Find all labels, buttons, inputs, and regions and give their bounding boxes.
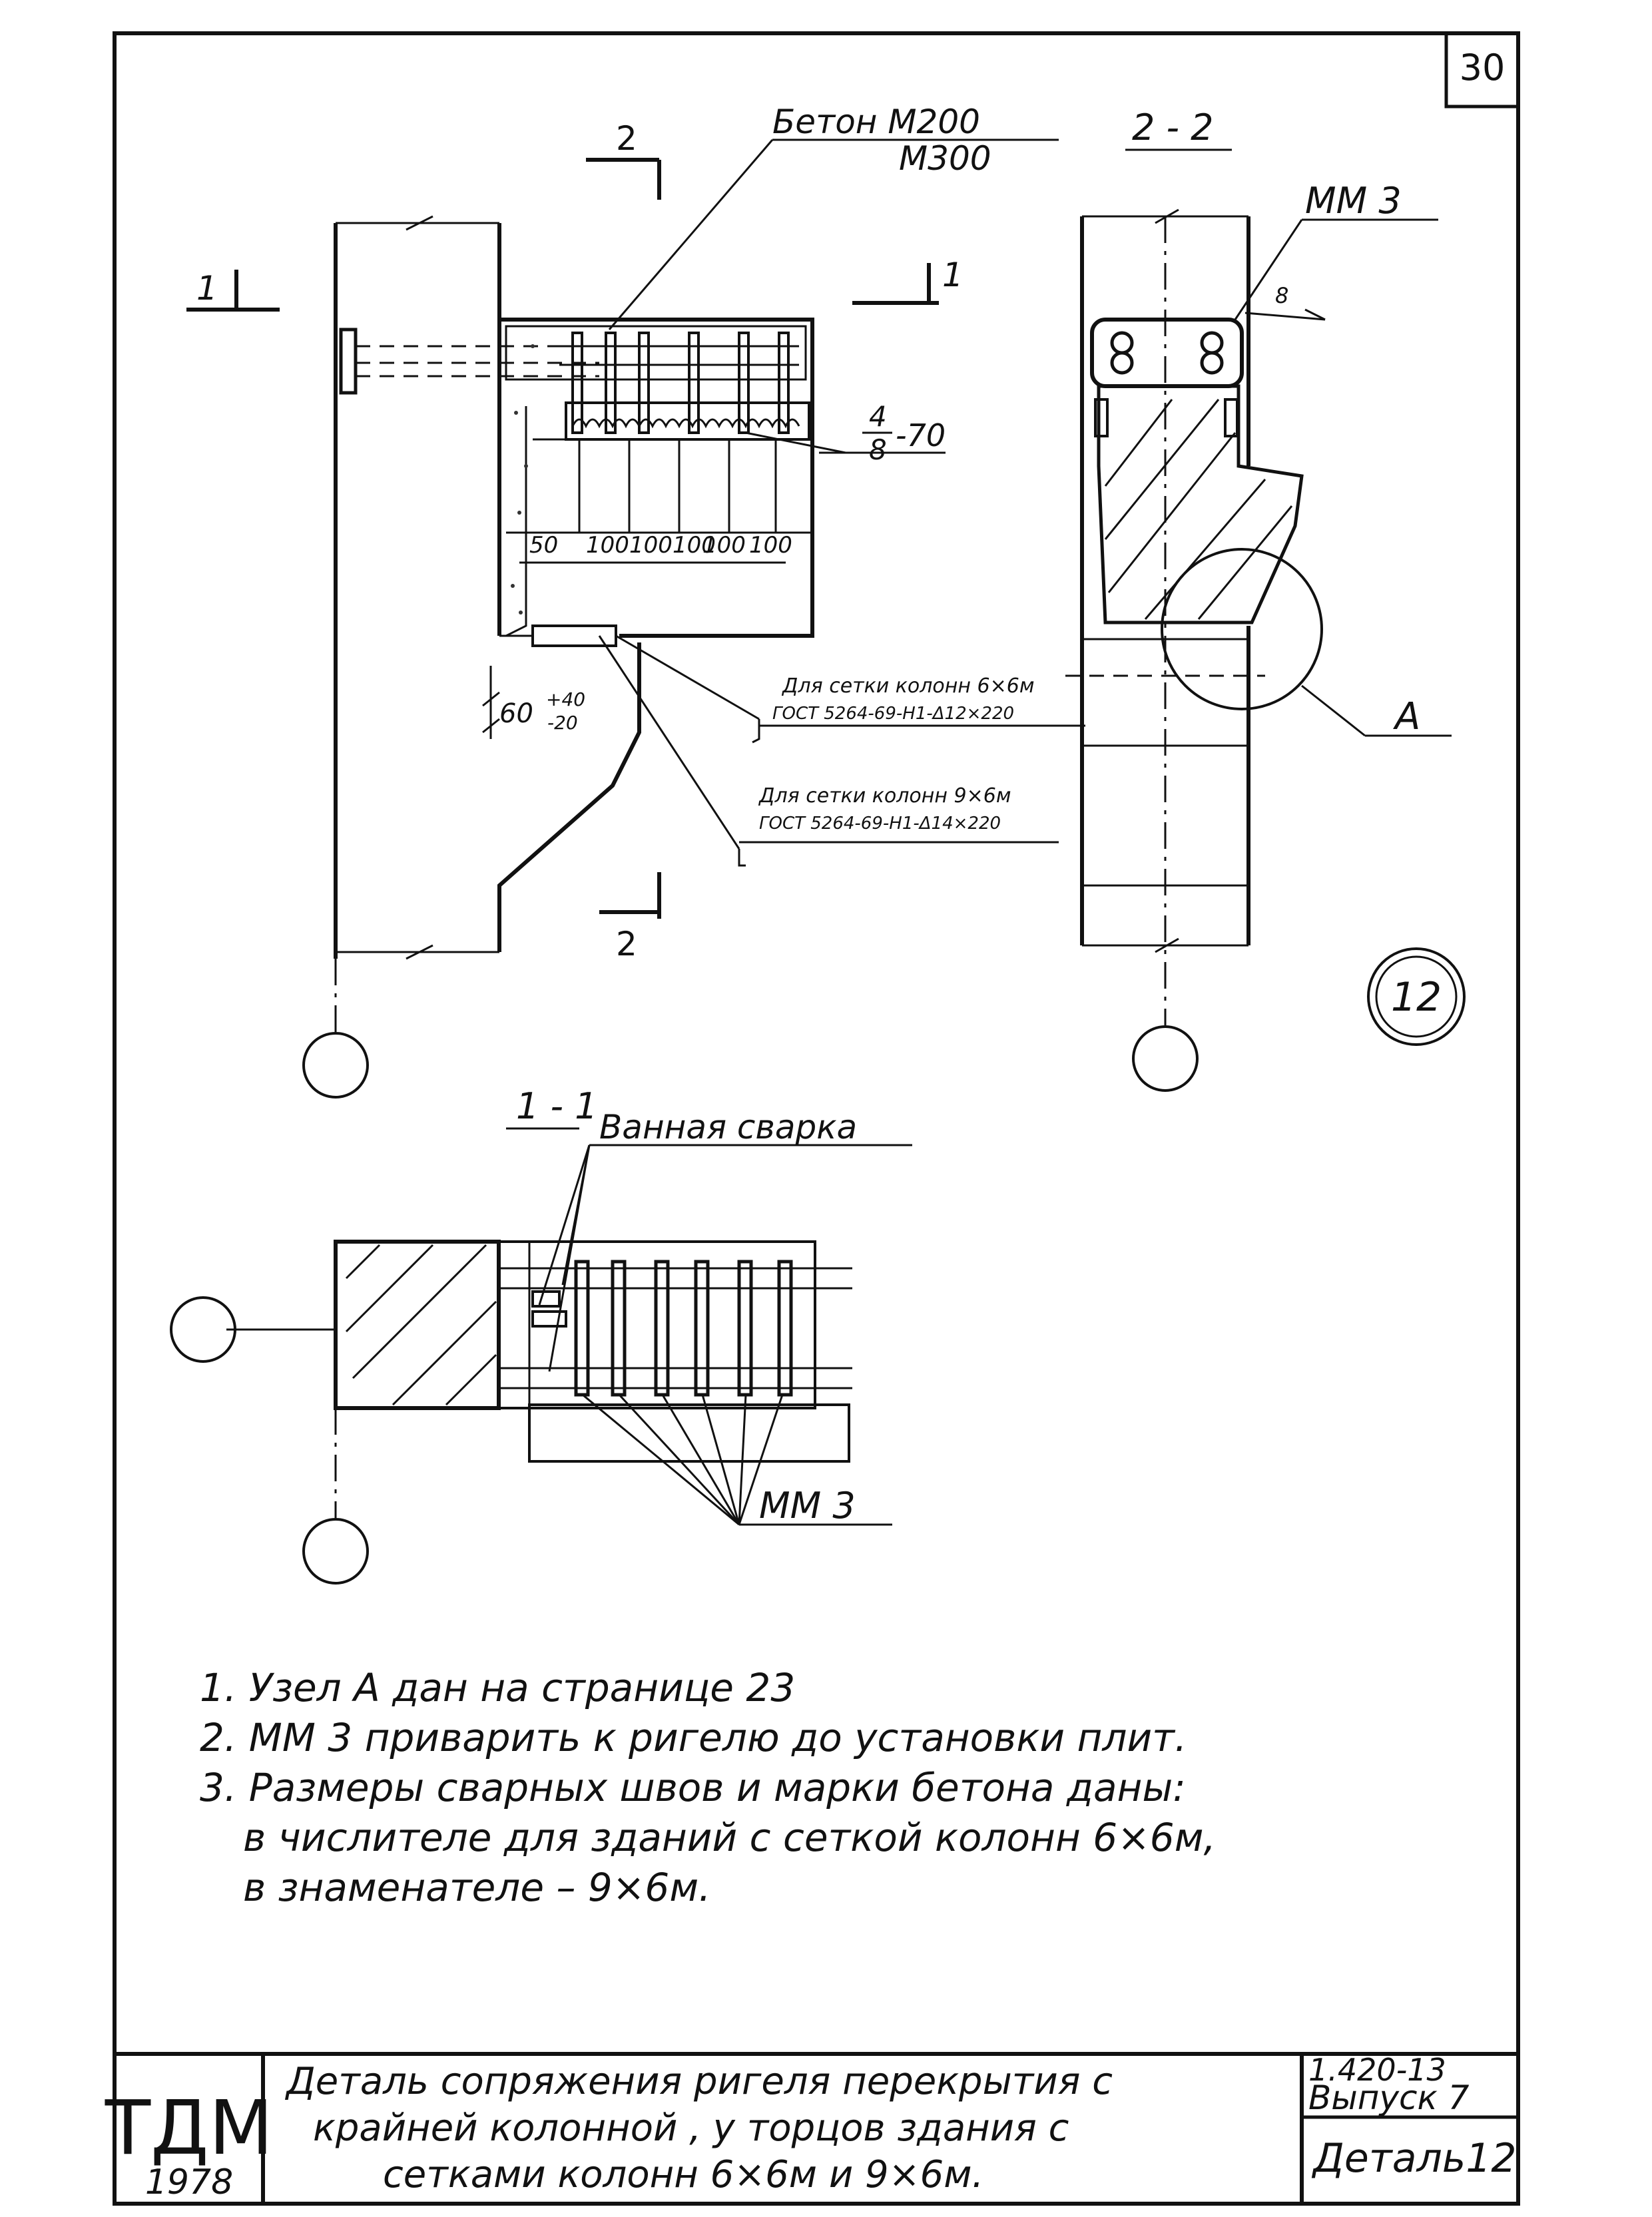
plan-view xyxy=(186,138,1085,1099)
dim-value: 100 xyxy=(749,532,792,559)
section-1-1-title: 1 - 1 xyxy=(516,1085,598,1127)
note-line: 3. Размеры сварных швов и марки бетона д… xyxy=(200,1765,1186,1810)
org-logo: ТДМ xyxy=(105,2085,274,2172)
section-2-2-title: 2 - 2 xyxy=(1132,107,1214,148)
dimension-chain: 50 100 100 100 100 100 xyxy=(529,532,792,559)
note-line: 2. ММ 3 приварить к ригелю до установки … xyxy=(200,1715,1187,1760)
detail-mark xyxy=(1367,947,1466,1046)
section-mark-1-left: 1 xyxy=(196,269,218,308)
weld-suffix: -70 xyxy=(896,417,946,453)
weld-fraction-denominator: 8 xyxy=(869,433,887,466)
section-mark-2-bottom: 2 xyxy=(616,925,637,963)
dim-value: 100 xyxy=(586,532,629,559)
detail-mark-number: 12 xyxy=(1391,974,1442,1021)
note-grid-6x6-line2: ГОСТ 5264-69-Н1-Δ12×220 xyxy=(772,704,1014,724)
mm3-label-section-2-2: ММ 3 xyxy=(1305,180,1402,222)
rebar-cage xyxy=(559,332,799,434)
series-code: 1.420-13 xyxy=(1308,2052,1446,2088)
title-block xyxy=(115,2052,1518,2204)
drawing-year: 1978 xyxy=(145,2162,233,2202)
dim-value: 50 xyxy=(529,532,558,559)
note-line: в знаменателе – 9×6м. xyxy=(243,1865,711,1910)
dim-value: 100 xyxy=(629,532,673,559)
gap-tolerance-plus: +40 xyxy=(546,688,585,710)
note-line: 1. Узел А дан на странице 23 xyxy=(200,1665,795,1710)
drawing-title-line2: крайней колонной , у торцов здания с xyxy=(313,2106,1069,2150)
bath-welding-label: Ванная сварка xyxy=(599,1108,857,1146)
section-mark-2-top: 2 xyxy=(616,119,637,158)
detail-number: Деталь12 xyxy=(1311,2135,1517,2182)
page-number: 30 xyxy=(1460,47,1506,89)
notes-block: 1. Узел А дан на странице 23 2. ММ 3 при… xyxy=(200,1665,1216,1910)
sheet-frame xyxy=(113,31,1520,2206)
callout-a-label: А xyxy=(1393,695,1420,738)
weld-size-label: 8 xyxy=(1275,283,1288,308)
weld-fraction-numerator: 4 xyxy=(869,400,887,433)
note-grid-9x6-line2: ГОСТ 5264-69-Н1-Δ14×220 xyxy=(759,814,1001,834)
concrete-grade-denominator: М300 xyxy=(899,139,991,178)
note-grid-9x6-line1: Для сетки колонн 9×6м xyxy=(758,784,1011,808)
section-1-1-view xyxy=(170,1144,912,1585)
note-grid-6x6-line1: Для сетки колонн 6×6м xyxy=(781,674,1035,698)
concrete-grade-label: Бетон М200 xyxy=(772,103,980,141)
issue-number: Выпуск 7 xyxy=(1308,2079,1470,2117)
drawing-title-line3: сетками колонн 6×6м и 9×6м. xyxy=(383,2153,983,2196)
section-2-2-view xyxy=(1065,208,1452,1092)
note-line: в числителе для зданий с сеткой колонн 6… xyxy=(243,1815,1216,1860)
dim-value: 100 xyxy=(673,532,716,559)
gap-dimension: 60 xyxy=(499,698,533,729)
gap-tolerance-minus: -20 xyxy=(547,712,578,734)
drawing-title-line1: Деталь сопряжения ригеля перекрытия с xyxy=(284,2060,1113,2103)
section-mark-1-right: 1 xyxy=(942,256,964,294)
mm3-label-section-1-1: ММ 3 xyxy=(759,1485,856,1527)
dim-value: 100 xyxy=(702,532,746,559)
